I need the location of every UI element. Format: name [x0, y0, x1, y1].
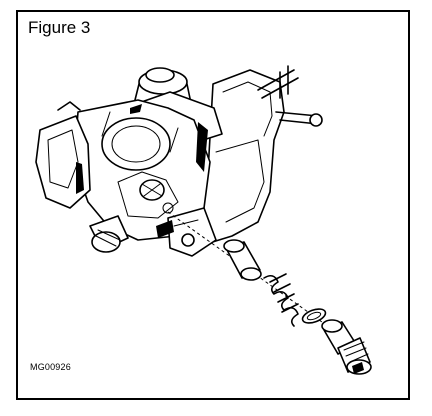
carburetor-exploded-view	[35, 65, 372, 375]
figure-title: Figure 3	[28, 18, 91, 37]
spring	[263, 273, 299, 327]
figure-frame: Figure 3	[16, 10, 410, 400]
carburetor-body	[35, 65, 323, 257]
hex-plug	[321, 319, 372, 375]
plunger-pin	[223, 239, 262, 281]
o-ring	[301, 308, 327, 324]
figure-code: MG00926	[30, 362, 71, 372]
